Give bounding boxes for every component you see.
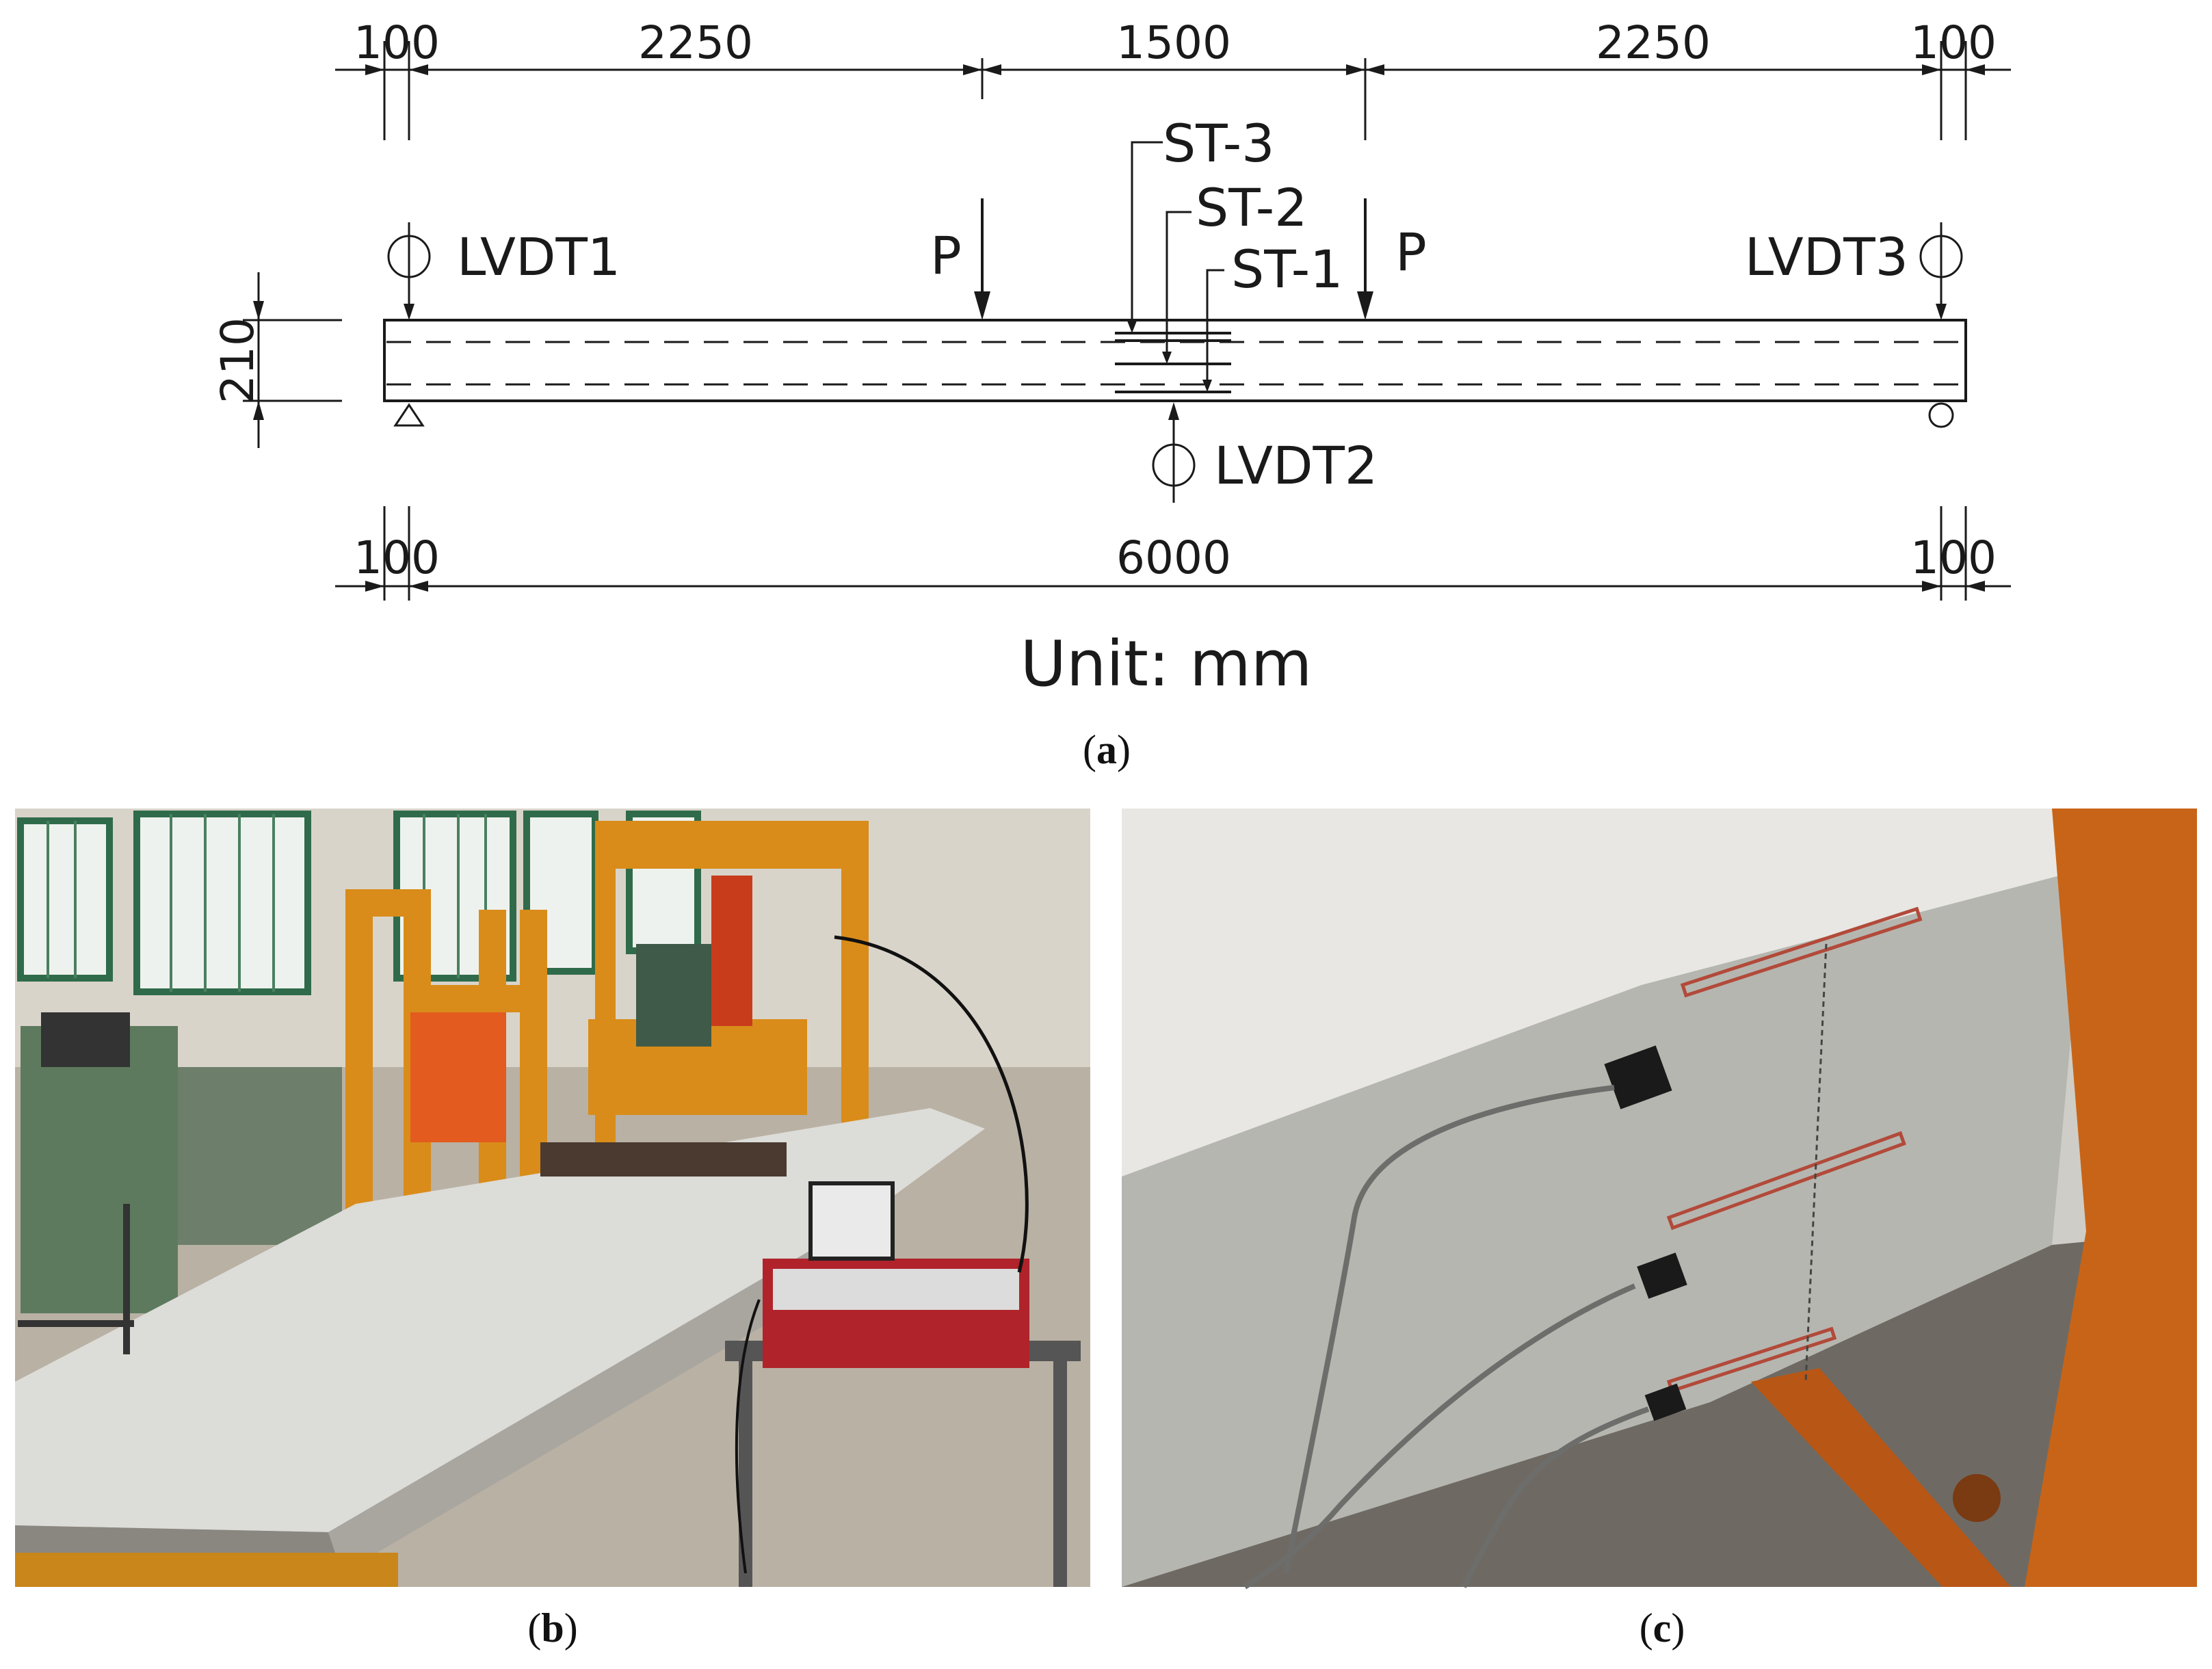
photo-strain-gauges [1122, 809, 2197, 1590]
load-label-left: P [930, 225, 962, 286]
load-arrow-right [1357, 198, 1373, 320]
lvdt2-icon [1152, 402, 1196, 503]
bottom-dimension-arrows [365, 581, 1985, 592]
strain-label-st1: ST-1 [1231, 239, 1343, 300]
dim-top-2250-right: 2250 [1596, 16, 1711, 69]
strain-label-st3: ST-3 [1163, 113, 1274, 174]
bottom-dimension-line [335, 506, 2011, 601]
dim-height-210: 210 [211, 317, 264, 404]
roller-support-icon [1928, 402, 1954, 428]
load-arrow-left [974, 198, 990, 320]
lvdt3-label: LVDT3 [1745, 226, 1908, 287]
lvdt3-icon [1919, 222, 1963, 320]
lvdt2-label: LVDT2 [1214, 435, 1378, 496]
load-label-right: P [1395, 222, 1427, 282]
caption-b: (b) [527, 1605, 578, 1651]
lvdt1-label: LVDT1 [457, 226, 620, 287]
caption-c: (c) [1639, 1605, 1685, 1651]
strain-gauge-leaders [1127, 141, 1224, 392]
pin-support-icon [393, 403, 425, 427]
height-dimension [243, 272, 342, 448]
photo-lab-setup [15, 809, 1090, 1587]
caption-a: (a) [1083, 727, 1131, 772]
top-dimension-line [335, 41, 2011, 140]
unit-label: Unit: mm [1021, 627, 1313, 700]
dim-bottom-100-right: 100 [1910, 531, 1997, 584]
dim-top-100-right: 100 [1910, 16, 1997, 69]
dim-top-100-left: 100 [354, 16, 440, 69]
lvdt1-icon [387, 222, 431, 320]
strain-gauge-lines [1115, 332, 1231, 393]
dim-bottom-100-left: 100 [354, 531, 440, 584]
dim-top-1500: 1500 [1116, 16, 1231, 69]
dim-top-2250-left: 2250 [638, 16, 753, 69]
top-dimension-arrows [365, 64, 1985, 75]
strain-label-st2: ST-2 [1196, 177, 1307, 238]
dim-bottom-6000: 6000 [1116, 531, 1231, 584]
